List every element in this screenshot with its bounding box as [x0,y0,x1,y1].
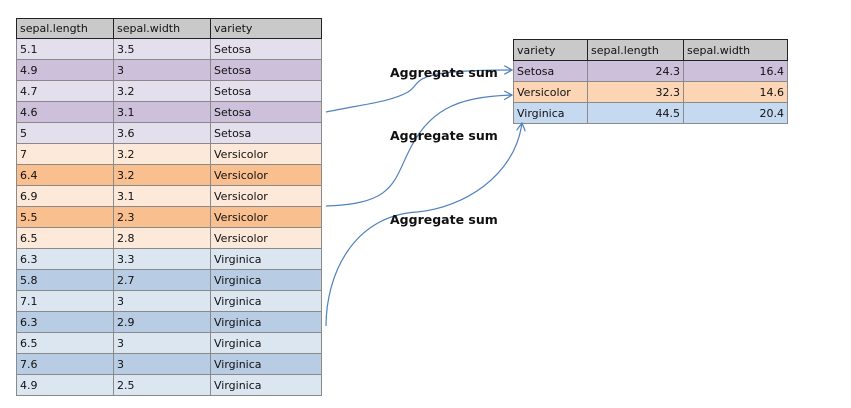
cell-sepal-length: 4.9 [16,374,114,396]
setosa-arrow [325,70,512,113]
cell-variety: Virginica [210,248,322,270]
aggregate-sum-label-3: Aggregate sum [390,212,498,227]
source-header-sepal-length: sepal.length [16,18,114,39]
result-header-row: variety sepal.length sepal.width [513,39,788,61]
cell-variety: Virginica [210,374,322,396]
aggregate-sum-label-1: Aggregate sum [390,65,498,80]
cell-variety: Versicolor [210,164,322,186]
cell-sepal-length: 4.9 [16,59,114,81]
cell-variety: Virginica [210,311,322,333]
cell-variety: Setosa [210,80,322,102]
result-header-sepal-width: sepal.width [683,39,788,61]
result-cell-sepal-width: 20.4 [683,102,788,124]
aggregate-sum-label-2: Aggregate sum [390,128,498,143]
result-cell-variety: Setosa [513,60,588,82]
result-cell-variety: Virginica [513,102,588,124]
source-header-row: sepal.length sepal.width variety [16,18,322,39]
versicolor-arrow [325,95,512,207]
cell-variety: Virginica [210,269,322,291]
cell-sepal-width: 3.2 [113,143,211,165]
virginica-arrow [325,123,522,327]
cell-sepal-length: 4.7 [16,80,114,102]
